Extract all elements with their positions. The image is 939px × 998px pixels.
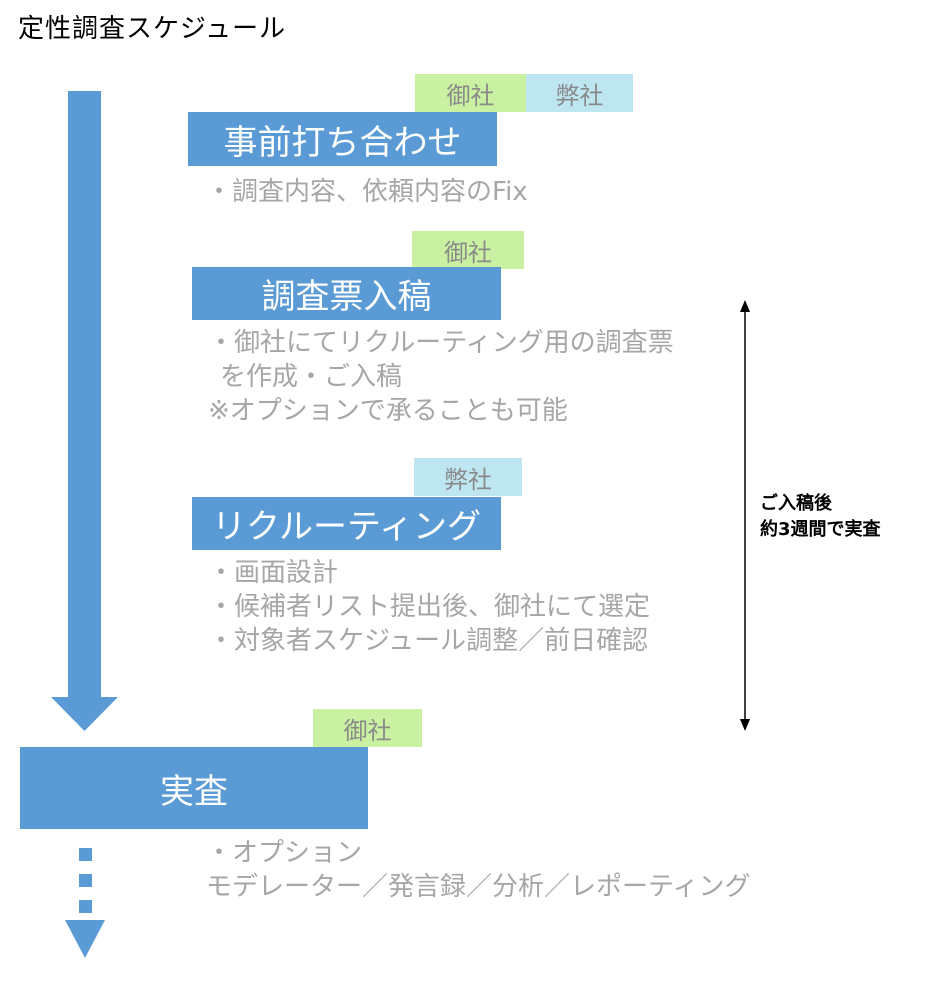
- timeline-note-line: ご入稿後: [760, 493, 832, 514]
- company-tag: 弊社: [414, 458, 522, 496]
- detail-line: ・御社にてリクルーティング用の調査票: [208, 328, 674, 358]
- detail-line: ・対象者スケジュール調整／前日確認: [208, 626, 649, 656]
- detail-line: ・調査内容、依頼内容のFix: [206, 177, 528, 207]
- client-tag: 御社: [415, 74, 526, 112]
- step-questionnaire-submission: 調査票入稿: [192, 267, 501, 320]
- down-arrow-icon: [51, 91, 118, 731]
- detail-line: ・オプション: [206, 838, 363, 868]
- step-recruiting: リクルーティング: [192, 497, 501, 550]
- step-pre-meeting-details: ・調査内容、依頼内容のFix: [206, 175, 528, 209]
- step-fieldwork: 実査: [20, 747, 368, 829]
- timeline-note-line: 約3週間で実査: [760, 519, 881, 540]
- step-questionnaire-details: ・御社にてリクルーティング用の調査票 を作成・ご入稿 ※オプションで承ることも可…: [208, 326, 674, 428]
- step-fieldwork-details: ・オプション モデレーター／発言録／分析／レポーティング: [206, 836, 750, 904]
- step-pre-meeting: 事前打ち合わせ: [188, 112, 497, 166]
- step-recruiting-details: ・画面設計 ・候補者リスト提出後、御社にて選定 ・対象者スケジュール調整／前日確…: [208, 556, 650, 658]
- client-tag: 御社: [412, 231, 524, 269]
- page-title: 定性調査スケジュール: [18, 14, 287, 44]
- detail-line: ※オプションで承ることも可能: [208, 396, 568, 426]
- detail-line: モデレーター／発言録／分析／レポーティング: [206, 872, 751, 902]
- double-headed-vertical-arrow-icon: [740, 300, 750, 731]
- detail-line: ・候補者リスト提出後、御社にて選定: [208, 592, 651, 622]
- client-tag: 御社: [313, 709, 422, 747]
- dotted-down-arrow-icon: [65, 848, 105, 958]
- detail-line: を作成・ご入稿: [220, 362, 403, 392]
- company-tag: 弊社: [526, 74, 633, 112]
- timeline-note: ご入稿後 約3週間で実査: [760, 491, 881, 543]
- detail-line: ・画面設計: [208, 558, 339, 588]
